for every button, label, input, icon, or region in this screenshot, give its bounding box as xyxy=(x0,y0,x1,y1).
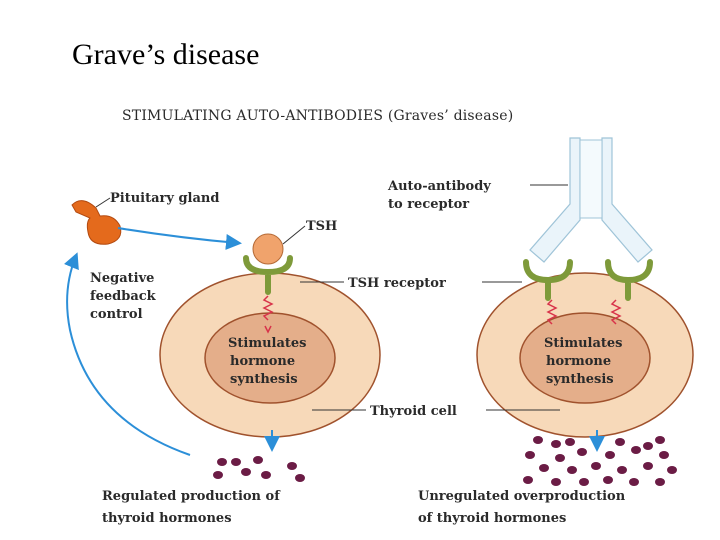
right-cell-text-2: hormone xyxy=(546,354,611,369)
tsh-receptor-label: TSH receptor xyxy=(348,276,446,291)
left-caption-1: Regulated production of xyxy=(102,489,281,504)
right-tsh-receptor-2 xyxy=(605,259,653,301)
left-signal-wave xyxy=(262,295,274,321)
tsh-leader xyxy=(282,225,306,245)
hormone-dot xyxy=(231,458,241,466)
hormone-dot xyxy=(523,476,533,484)
hormone-dot xyxy=(555,454,565,462)
left-caption-2: thyroid hormones xyxy=(102,511,232,526)
pituitary-label: Pituitary gland xyxy=(110,191,219,206)
negative-feedback-line-2: feedback xyxy=(90,289,157,304)
tsh-label: TSH xyxy=(306,219,337,234)
right-tsh-receptor-1 xyxy=(523,259,573,301)
negative-feedback-line-1: Negative xyxy=(90,271,154,286)
hormone-dot xyxy=(603,476,613,484)
hormone-dot xyxy=(577,448,587,456)
tsh-molecule xyxy=(252,233,284,265)
hormone-dot xyxy=(253,456,263,464)
hormone-dot xyxy=(579,478,589,486)
hormone-dot xyxy=(615,438,625,446)
hormone-dot xyxy=(643,442,653,450)
hormone-dot xyxy=(605,451,615,459)
right-signal-wave-2 xyxy=(610,299,622,325)
hormone-dot xyxy=(567,466,577,474)
hormone-dot xyxy=(643,462,653,470)
negative-feedback-line-3: control xyxy=(90,307,143,322)
left-thyroid-cell xyxy=(159,272,381,438)
hormone-dot xyxy=(667,466,677,474)
hormone-dot xyxy=(295,474,305,482)
hormone-dot xyxy=(261,471,271,479)
hormone-dot xyxy=(533,436,543,444)
right-hormones xyxy=(523,436,677,486)
thyroid-cell-label: Thyroid cell xyxy=(370,404,457,419)
left-tsh-receptor xyxy=(243,255,293,295)
negative-feedback-arrow xyxy=(64,252,191,456)
right-cell-text-1: Stimulates xyxy=(544,336,623,351)
auto-antibody-icon xyxy=(529,137,653,263)
hormone-dot xyxy=(287,462,297,470)
right-thyroid-cell xyxy=(476,272,694,438)
hormone-dot xyxy=(655,436,665,444)
hormone-dot xyxy=(655,478,665,486)
right-caption-2: of thyroid hormones xyxy=(418,511,566,526)
pituitary-gland-icon xyxy=(71,200,122,245)
left-cell-text-2: hormone xyxy=(230,354,295,369)
hormone-dot xyxy=(539,464,549,472)
hormone-dot xyxy=(591,462,601,470)
hormone-dot xyxy=(213,471,223,479)
hormone-dot xyxy=(631,446,641,454)
autoantibody-label-2: to receptor xyxy=(388,197,469,212)
pituitary-to-tsh-arrow xyxy=(117,227,242,250)
hormone-dot xyxy=(565,438,575,446)
hormone-dot xyxy=(525,451,535,459)
hormone-dot xyxy=(241,468,251,476)
diagram-heading: STIMULATING AUTO-ANTIBODIES (Graves’ dis… xyxy=(122,108,513,124)
hormone-dot xyxy=(629,478,639,486)
hormone-dot xyxy=(551,478,561,486)
slide-title: Grave’s disease xyxy=(72,38,260,71)
right-caption-1: Unregulated overproduction xyxy=(418,489,626,504)
right-signal-wave-1 xyxy=(546,299,558,325)
hormone-dot xyxy=(659,451,669,459)
autoantibody-label-1: Auto-antibody xyxy=(387,179,491,194)
hormone-dot xyxy=(217,458,227,466)
left-hormones xyxy=(213,456,305,482)
left-cell-text-1: Stimulates xyxy=(228,336,307,351)
left-cell-text-3: synthesis xyxy=(230,372,298,387)
hormone-dot xyxy=(551,440,561,448)
pituitary-leader xyxy=(95,197,111,208)
right-cell-text-3: synthesis xyxy=(546,372,614,387)
hormone-dot xyxy=(617,466,627,474)
